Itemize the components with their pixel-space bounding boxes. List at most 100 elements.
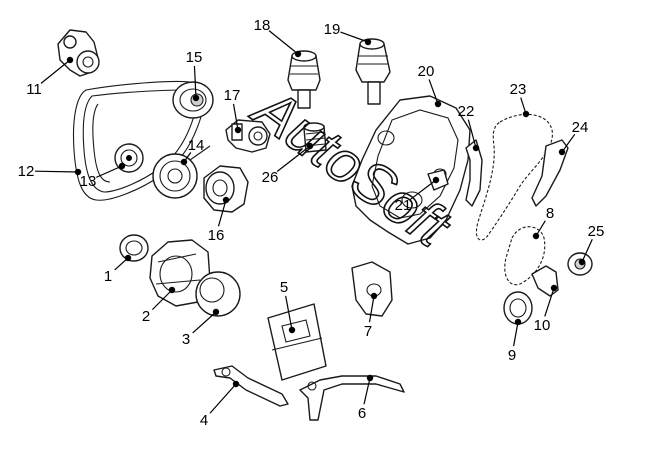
leader-line — [428, 79, 439, 105]
callout-number: 8 — [546, 205, 554, 222]
leader-dot — [558, 148, 566, 156]
callout-4: 4 — [200, 380, 240, 429]
leader-dot — [232, 380, 240, 388]
callout-16: 16 — [208, 196, 230, 244]
leader-dot — [364, 38, 372, 46]
callout-24: 24 — [558, 119, 588, 156]
leader-line — [151, 289, 173, 311]
leader-line — [40, 59, 71, 84]
callout-number: 20 — [418, 63, 435, 80]
callout-3: 3 — [182, 308, 220, 348]
leader-line — [217, 199, 227, 227]
leader-line — [467, 119, 477, 149]
leader-dot — [578, 258, 586, 266]
leader-line — [192, 311, 217, 334]
callout-number: 9 — [508, 347, 516, 364]
callout-number: 25 — [588, 223, 605, 240]
callout-number: 15 — [186, 49, 203, 66]
leader-dot — [370, 292, 378, 300]
leader-dot — [366, 374, 374, 382]
callout-22: 22 — [458, 103, 480, 152]
leader-line — [561, 133, 576, 153]
part-18-sensor-housing — [287, 50, 321, 109]
leader-line — [363, 377, 371, 405]
leader-line — [276, 145, 311, 172]
part-15-pulley — [172, 81, 214, 119]
callout-number: 14 — [188, 137, 205, 154]
callout-number: 5 — [280, 279, 288, 296]
leader-dot — [434, 100, 442, 108]
callout-18: 18 — [254, 17, 302, 58]
callout-number: 21 — [395, 197, 412, 214]
leader-line — [232, 103, 239, 131]
callout-26: 26 — [262, 142, 314, 186]
callout-2: 2 — [142, 286, 176, 325]
leader-line — [368, 295, 375, 323]
part-3-filter-housing — [195, 271, 241, 317]
leader-dot — [432, 176, 440, 184]
callout-13: 13 — [80, 162, 126, 190]
leader-dot — [522, 110, 530, 118]
leader-dot — [192, 94, 200, 102]
callout-15: 15 — [186, 49, 203, 102]
leader-dot — [550, 284, 558, 292]
callout-25: 25 — [578, 223, 605, 266]
callout-number: 4 — [200, 412, 208, 429]
callout-1: 1 — [104, 254, 132, 285]
part-6-coolant-pipe — [299, 375, 405, 421]
callout-number: 19 — [324, 21, 341, 38]
callout-number: 18 — [254, 17, 271, 34]
leader-dot — [74, 168, 82, 176]
part-23-timing-chain — [475, 113, 553, 241]
callout-6: 6 — [358, 374, 374, 422]
leader-dot — [222, 196, 230, 204]
callout-8: 8 — [532, 205, 554, 240]
part-4-oil-pipe — [213, 365, 289, 407]
callout-7: 7 — [364, 292, 378, 340]
leader-dot — [472, 144, 480, 152]
leader-dot — [180, 158, 188, 166]
callout-number: 2 — [142, 308, 150, 325]
leader-line — [544, 287, 555, 317]
callout-number: 10 — [534, 317, 551, 334]
part-24-guide-rail — [531, 139, 569, 207]
leader-line — [409, 179, 437, 201]
callout-number: 22 — [458, 103, 475, 120]
callout-10: 10 — [534, 284, 558, 334]
leader-line — [513, 321, 519, 347]
leader-line — [581, 238, 593, 263]
callout-number: 23 — [510, 81, 527, 98]
callout-number: 3 — [182, 331, 190, 348]
callout-number: 26 — [262, 169, 279, 186]
callout-14: 14 — [180, 137, 205, 166]
callout-11: 11 — [26, 56, 74, 98]
callout-number: 1 — [104, 268, 112, 285]
leader-line — [285, 295, 293, 331]
leader-line — [340, 31, 369, 43]
leader-line — [209, 383, 237, 414]
part-1-seal — [119, 234, 149, 262]
leader-dot — [306, 142, 314, 150]
part-5-oil-cooler — [267, 303, 327, 381]
part-11-belt-tensioner — [57, 29, 100, 77]
callout-number: 11 — [26, 81, 42, 98]
part-19-sensor-housing — [355, 38, 391, 105]
leader-dot — [124, 254, 132, 262]
callout-5: 5 — [280, 279, 296, 334]
part-20-timing-cover — [351, 95, 471, 245]
leader-line — [95, 165, 123, 178]
leader-dot — [168, 286, 176, 294]
callout-number: 17 — [224, 87, 241, 104]
leader-dot — [118, 162, 126, 170]
leader-dot — [532, 232, 540, 240]
part-14-crank-pulley — [152, 145, 211, 199]
leader-dot — [294, 50, 302, 58]
callout-12: 12 — [18, 163, 82, 180]
leader-dot — [66, 56, 74, 64]
part-16-water-pump — [203, 165, 249, 213]
leader-dot — [234, 126, 242, 134]
callout-9: 9 — [508, 318, 522, 364]
